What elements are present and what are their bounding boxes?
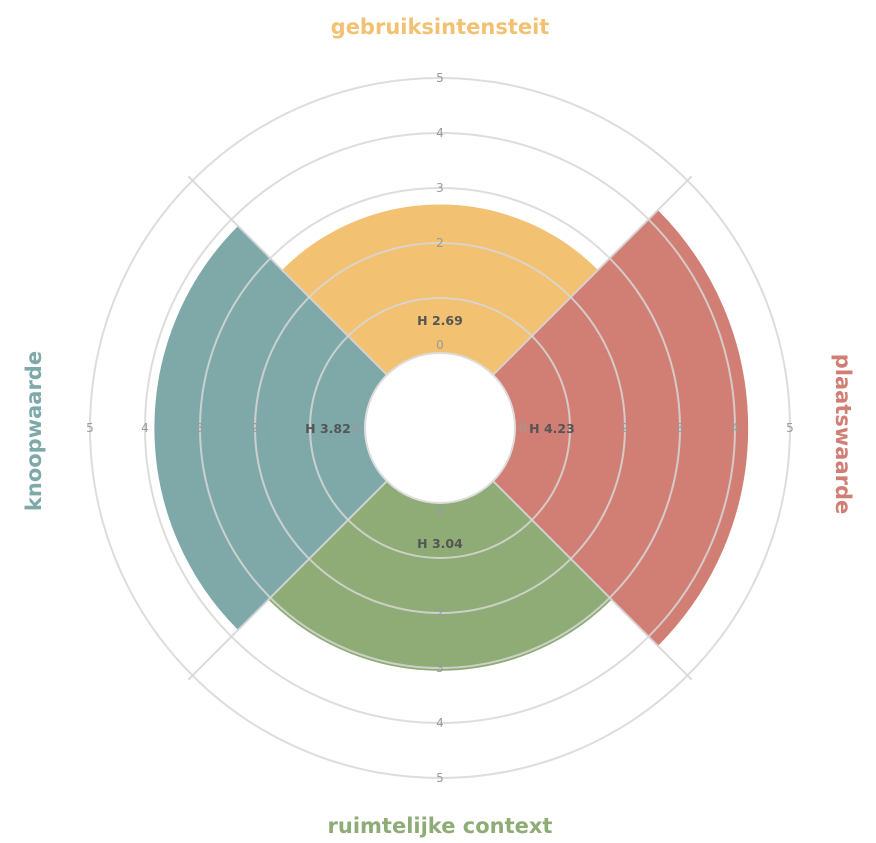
value-label-ruimtelijke-context: H 3.04	[417, 536, 463, 551]
tick-top-3: 3	[436, 181, 444, 195]
value-label-gebruiksintensteit: H 2.69	[417, 313, 463, 328]
grid-ring	[89, 77, 791, 779]
sector-layer	[154, 204, 749, 671]
grid-ring	[144, 132, 736, 724]
axis-title-ruimtelijke-context: ruimtelijke context	[328, 814, 553, 838]
tick-bottom-5: 5	[436, 771, 444, 785]
center-circle	[364, 352, 516, 504]
grid-spoke	[492, 175, 693, 376]
tick-bottom-3: 3	[436, 661, 444, 675]
value-labels: H 2.69 H 4.23 H 3.04 H 3.82	[305, 313, 575, 551]
tick-left-2: 2	[251, 421, 259, 435]
tick-right-2: 2	[621, 421, 629, 435]
tick-top-4: 4	[436, 126, 444, 140]
tick-left-5: 5	[86, 421, 94, 435]
grid-spoke	[187, 480, 388, 681]
tick-labels: 0 2 3 4 5 0 2 3 4 5 0 2 3 4 5 0 2 3 4 5	[86, 71, 794, 785]
tick-right-3: 3	[676, 421, 684, 435]
axis-titles: gebruiksintensteit plaatswaarde ruimtelijk…	[22, 15, 855, 838]
grid-ring	[309, 297, 571, 559]
tick-right-0: 0	[519, 421, 527, 435]
grid-layer	[89, 77, 791, 779]
tick-right-5: 5	[786, 421, 794, 435]
axis-title-knoopwaarde: knoopwaarde	[22, 351, 46, 511]
axis-title-plaatswaarde: plaatswaarde	[831, 354, 855, 514]
tick-bottom-4: 4	[436, 716, 444, 730]
tick-top-2: 2	[436, 236, 444, 250]
tick-top-5: 5	[436, 71, 444, 85]
axis-title-gebruiksintensteit: gebruiksintensteit	[331, 15, 550, 39]
tick-top-0: 0	[436, 338, 444, 352]
grid-ring	[199, 187, 681, 669]
value-label-plaatswaarde: H 4.23	[529, 421, 575, 436]
grid-spoke	[187, 175, 388, 376]
tick-left-4: 4	[141, 421, 149, 435]
tick-left-0: 0	[353, 421, 361, 435]
tick-left-3: 3	[196, 421, 204, 435]
grid-ring	[254, 242, 626, 614]
center-hole	[364, 352, 516, 504]
grid-spoke	[492, 480, 693, 681]
tick-right-4: 4	[731, 421, 739, 435]
tick-bottom-0: 0	[436, 504, 444, 518]
tick-bottom-2: 2	[436, 606, 444, 620]
value-label-knoopwaarde: H 3.82	[305, 421, 351, 436]
